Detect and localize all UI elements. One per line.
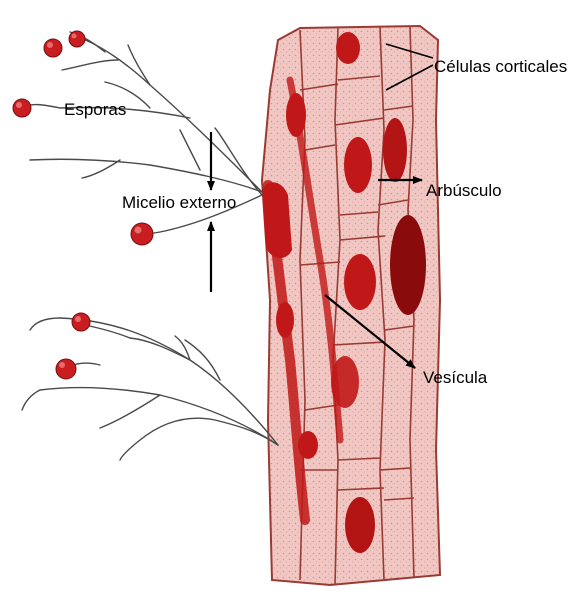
blob-lower (298, 431, 318, 459)
label-cortical-cells: Células corticales (434, 58, 567, 75)
blob-left (286, 93, 306, 137)
label-vesicle: Vesícula (423, 369, 487, 386)
spore (56, 359, 76, 379)
spore (131, 223, 153, 245)
blob-left-2 (276, 302, 294, 338)
arbuscule-2 (344, 137, 372, 193)
spore (44, 39, 62, 57)
arbuscule-3 (390, 215, 426, 315)
vesicle-top (336, 32, 360, 64)
arbuscule-4 (344, 254, 376, 310)
label-arbuscule: Arbúsculo (426, 182, 502, 199)
arbuscule-1 (383, 118, 407, 182)
external-mycelium (22, 32, 278, 460)
spore (13, 99, 31, 117)
label-spores: Esporas (64, 101, 126, 118)
label-external-mycelium: Micelio externo (122, 194, 236, 211)
vesicle-bottom (345, 497, 375, 553)
vesicle-mid (331, 356, 359, 408)
spore (69, 31, 85, 47)
spore (72, 313, 90, 331)
